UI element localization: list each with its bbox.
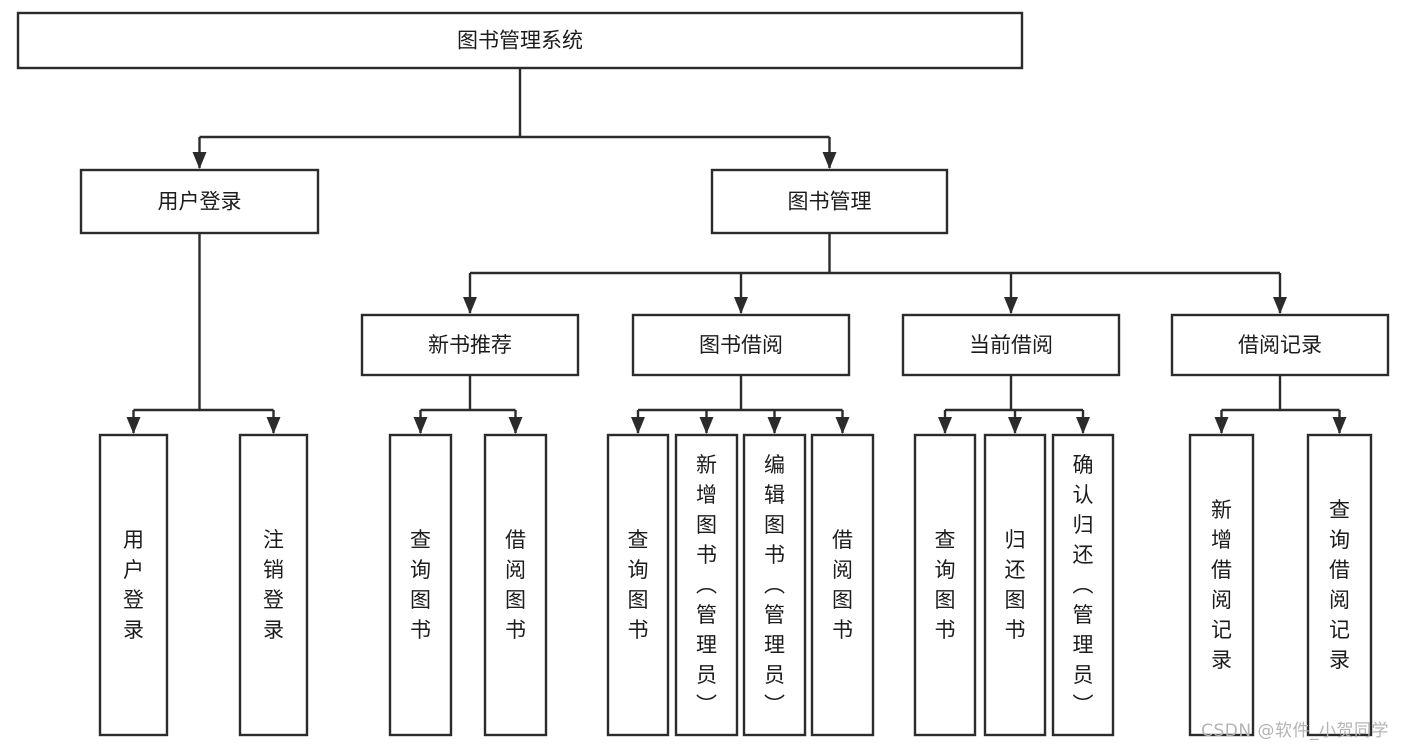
arrow-head-icon bbox=[822, 152, 837, 169]
arrow-head-icon bbox=[126, 417, 141, 434]
connector-layer bbox=[126, 68, 1347, 434]
node-leaf-query-book-2[interactable]: 查询图书 bbox=[606, 433, 670, 737]
node-box bbox=[1306, 433, 1373, 737]
node-box bbox=[810, 433, 875, 737]
arrow-head-icon bbox=[767, 417, 782, 434]
arrow-head-icon bbox=[413, 417, 428, 434]
node-label: 当前借阅 bbox=[969, 333, 1053, 357]
node-label: 查询借阅记录 bbox=[1329, 498, 1350, 672]
arrow-head-icon bbox=[192, 152, 207, 169]
node-label: 注销登录 bbox=[263, 528, 284, 642]
node-label: 用户登录 bbox=[158, 190, 242, 214]
arrow-head-icon bbox=[1004, 297, 1018, 314]
arrow-head-icon bbox=[463, 297, 477, 314]
node-leaf-query-book-3[interactable]: 查询图书 bbox=[913, 433, 977, 737]
node-leaf-edit-book-admin[interactable]: 编辑图书︵管理员︶ bbox=[742, 433, 807, 737]
node-label: 图书管理 bbox=[788, 190, 872, 214]
node-leaf-add-book-admin[interactable]: 新增图书︵管理员︶ bbox=[674, 433, 739, 737]
node-leaf-add-borrow-record[interactable]: 新增借阅记录 bbox=[1188, 433, 1255, 737]
arrow-head-icon bbox=[1273, 297, 1287, 314]
node-user-login[interactable]: 用户登录 bbox=[79, 168, 320, 235]
arrow-head-icon bbox=[699, 417, 714, 434]
node-box bbox=[901, 313, 1121, 377]
node-leaf-query-book-1[interactable]: 查询图书 bbox=[388, 433, 453, 737]
arrow-head-icon bbox=[1008, 417, 1022, 434]
node-label: 用户登录 bbox=[123, 528, 144, 642]
node-book-management[interactable]: 图书管理 bbox=[710, 168, 949, 235]
arrow-head-icon bbox=[631, 417, 645, 434]
node-borrow-records[interactable]: 借阅记录 bbox=[1170, 313, 1390, 377]
node-label: 查询图书 bbox=[935, 528, 956, 642]
node-label: 新增借阅记录 bbox=[1211, 498, 1232, 672]
node-box bbox=[360, 313, 580, 377]
arrow-head-icon bbox=[508, 417, 523, 434]
arrow-head-icon bbox=[1076, 417, 1090, 434]
node-box bbox=[79, 168, 320, 235]
node-box bbox=[388, 433, 453, 737]
node-root[interactable]: 图书管理系统 bbox=[16, 11, 1024, 70]
arrow-head-icon bbox=[266, 417, 281, 434]
node-new-book-recommend[interactable]: 新书推荐 bbox=[360, 313, 580, 377]
node-current-borrow[interactable]: 当前借阅 bbox=[901, 313, 1121, 377]
node-label: 编辑图书︵管理员︶ bbox=[764, 453, 785, 717]
node-box bbox=[606, 433, 670, 737]
node-box bbox=[98, 433, 169, 737]
node-leaf-borrow-book-1[interactable]: 借阅图书 bbox=[483, 433, 548, 737]
arrow-head-icon bbox=[938, 417, 952, 434]
node-box bbox=[1051, 433, 1115, 737]
node-box bbox=[742, 433, 807, 737]
arrow-head-icon bbox=[1332, 417, 1347, 434]
node-box bbox=[16, 11, 1024, 70]
node-box bbox=[913, 433, 977, 737]
node-box bbox=[674, 433, 739, 737]
node-label: 归还图书 bbox=[1005, 528, 1026, 642]
node-label: 查询图书 bbox=[410, 528, 431, 642]
arrow-head-icon bbox=[1214, 417, 1229, 434]
node-label: 图书借阅 bbox=[699, 333, 783, 357]
node-label: 查询图书 bbox=[628, 528, 649, 642]
node-leaf-query-borrow-record[interactable]: 查询借阅记录 bbox=[1306, 433, 1373, 737]
node-leaf-user-logout[interactable]: 注销登录 bbox=[238, 433, 309, 737]
node-box bbox=[238, 433, 309, 737]
node-leaf-return-book[interactable]: 归还图书 bbox=[983, 433, 1047, 737]
node-label: 确认归还︵管理员︶ bbox=[1073, 453, 1094, 717]
node-leaf-borrow-book-2[interactable]: 借阅图书 bbox=[810, 433, 875, 737]
node-layer: 图书管理系统用户登录用户登录注销登录图书管理新书推荐查询图书借阅图书图书借阅查询… bbox=[16, 11, 1390, 737]
node-box bbox=[983, 433, 1047, 737]
node-label: 图书管理系统 bbox=[457, 29, 583, 53]
node-box bbox=[1170, 313, 1390, 377]
node-label: 新书推荐 bbox=[428, 333, 512, 357]
arrow-head-icon bbox=[835, 417, 850, 434]
node-label: 借阅图书 bbox=[832, 528, 853, 642]
node-label: 借阅记录 bbox=[1238, 333, 1322, 357]
node-box bbox=[1188, 433, 1255, 737]
node-book-borrow[interactable]: 图书借阅 bbox=[631, 313, 851, 377]
arrow-head-icon bbox=[734, 297, 748, 314]
node-label: 新增图书︵管理员︶ bbox=[696, 453, 717, 717]
node-label: 借阅图书 bbox=[505, 528, 526, 642]
node-leaf-user-login[interactable]: 用户登录 bbox=[98, 433, 169, 737]
node-box bbox=[710, 168, 949, 235]
node-leaf-confirm-return-admin[interactable]: 确认归还︵管理员︶ bbox=[1051, 433, 1115, 737]
node-box bbox=[483, 433, 548, 737]
node-box bbox=[631, 313, 851, 377]
